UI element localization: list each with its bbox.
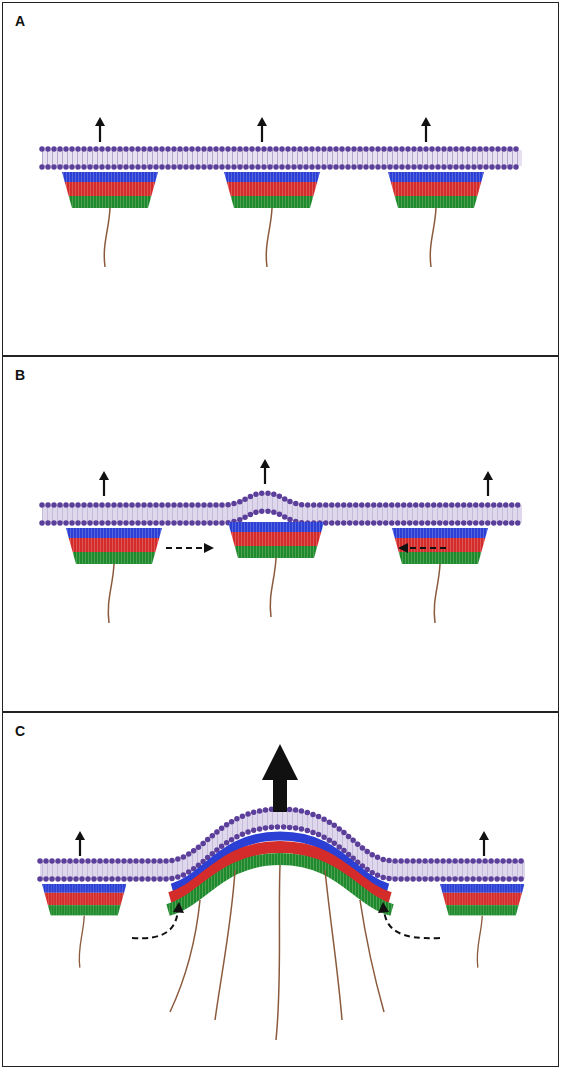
panel-letter: A	[15, 13, 25, 29]
figure-panel: C	[2, 712, 559, 1067]
panel-letter: B	[15, 367, 25, 383]
figure-panel: B	[2, 356, 559, 712]
figure-panel: A	[2, 2, 559, 356]
panel-letter: C	[15, 723, 25, 739]
